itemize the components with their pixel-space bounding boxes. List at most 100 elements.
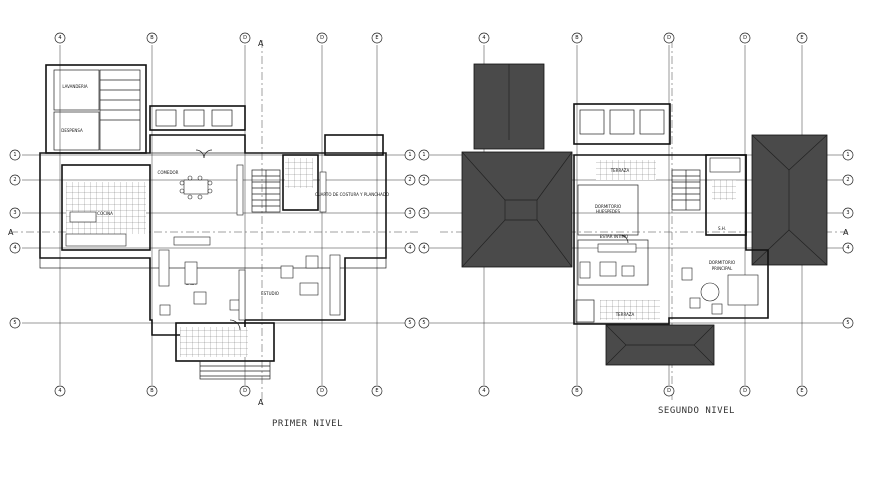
- grid-axis-bottom-0-4-circle: [371, 385, 383, 397]
- room-label-costura: CUARTO DE COSTURA Y PLANCHADO: [315, 192, 389, 197]
- grid-axis-left-1-2-circle: [418, 207, 430, 219]
- grid-axis-left-1-0-circle: [418, 149, 430, 161]
- grid-axis-top-1-1-circle: [571, 32, 583, 44]
- grid-axis-left-0-1-circle: [9, 174, 21, 186]
- grid-axis-top-0-2-circle: [239, 32, 251, 44]
- grid-axis-right-0-4-circle: [404, 317, 416, 329]
- grid-axis-left-0-2-label: 3: [13, 210, 16, 216]
- grid-axis-right-1-3-label: 4: [846, 245, 849, 251]
- grid-axis-left-0-0-circle: [9, 149, 21, 161]
- room-label-dormitorio-huespedes-1: DORMITORIO: [595, 204, 621, 209]
- grid-axis-top-1-4-circle: [796, 32, 808, 44]
- grid-axis-bottom-0-2-circle: [239, 385, 251, 397]
- first-floor-plan: LAVANDERIA DESPENSA COCINA COMEDOR: [39, 64, 389, 429]
- grid-axis-bottom-0-3-label: D: [320, 388, 324, 394]
- grid-axis-top-1-2-circle: [663, 32, 675, 44]
- room-label-lavanderia: LAVANDERIA: [62, 84, 88, 89]
- grid-axis-top-1-4-label: E: [800, 35, 803, 41]
- grid-axis-bottom-0-3-circle: [316, 385, 328, 397]
- grid-axis-bottom-0-1-label: B: [150, 388, 154, 394]
- room-label-terraza-bottom: TERRAZA: [615, 312, 635, 317]
- grid-axis-bottom-1-4-label: E: [800, 388, 803, 394]
- grid-axis-top-0-4-label: E: [375, 35, 378, 41]
- grid-axis-top-1-0-label: 4: [482, 35, 485, 41]
- grid-axis-left-0-1-label: 2: [13, 177, 16, 183]
- grid-axis-left-0-3-circle: [9, 242, 21, 254]
- grid-axis-bottom-1-1-circle: [571, 385, 583, 397]
- grid-axis-top-0-1-circle: [146, 32, 158, 44]
- grid-axis-right-0-2-label: 3: [408, 210, 411, 216]
- grid-axis-right-0-3-circle: [404, 242, 416, 254]
- grid-axis-left-0-2-circle: [9, 207, 21, 219]
- room-label-estar-intimo: ESTAR INTIMO: [600, 234, 628, 239]
- room-label-dormitorio-huespedes-2: HUESPEDES: [596, 209, 621, 214]
- grid-axis-bottom-1-0-label: 4: [482, 388, 485, 394]
- section-marker-left: A: [8, 228, 14, 237]
- grid-axis-bottom-1-2-label: D: [667, 388, 671, 394]
- grid-axis-right-1-3-circle: [842, 242, 854, 254]
- grid-axis-bottom-1-2-circle: [663, 385, 675, 397]
- grid-axis-bottom-1-1-label: B: [575, 388, 579, 394]
- grid-axis-bottom-0-2-label: D: [243, 388, 247, 394]
- grid-axis-top-1-0-circle: [478, 32, 490, 44]
- grid-axis-top-1-3-label: D: [743, 35, 747, 41]
- grid-axis-bottom-1-4-circle: [796, 385, 808, 397]
- section-marker-right: A: [843, 228, 849, 237]
- grid-axis-top-1-2-label: D: [667, 35, 671, 41]
- second-floor-plan: TERRAZA DORMITORIO HUESPEDES S.H. ESTAR …: [461, 63, 828, 416]
- grid-axis-right-0-1-label: 2: [408, 177, 411, 183]
- room-label-estudio: ESTUDIO: [261, 291, 279, 296]
- grid-axis-right-0-2-circle: [404, 207, 416, 219]
- grid-axis-bottom-0-0-circle: [54, 385, 66, 397]
- room-label-dormitorio-principal-1: DORMITORIO: [709, 260, 735, 265]
- grid-axis-left-1-4-label: 5: [422, 320, 425, 326]
- grid-axis-top-0-4-circle: [371, 32, 383, 44]
- room-label-despensa: DESPENSA: [61, 128, 83, 133]
- grid-axis-bottom-0-0-label: 4: [58, 388, 61, 394]
- room-label-sh: S.H.: [718, 226, 726, 231]
- grid-axis-right-0-4-label: 5: [408, 320, 411, 326]
- grid-axis-right-0-3-label: 4: [408, 245, 411, 251]
- grid-axis-right-1-1-label: 2: [846, 177, 849, 183]
- room-label-dormitorio-principal-2: PRINCIPAL: [712, 266, 733, 271]
- grid-axis-left-0-4-label: 5: [13, 320, 16, 326]
- grid-axis-top-0-2-label: D: [243, 35, 247, 41]
- grid-axis-top-1-1-label: B: [575, 35, 579, 41]
- grid-axis-bottom-0-4-label: E: [375, 388, 378, 394]
- grid-axis-bottom-1-3-label: D: [743, 388, 747, 394]
- grid-axis-left-1-3-label: 4: [422, 245, 425, 251]
- grid-axis-left-1-1-circle: [418, 174, 430, 186]
- grid-axis-left-1-0-label: 1: [422, 152, 425, 158]
- second-floor-title: SEGUNDO NIVEL: [658, 406, 735, 416]
- grid-axis-left-1-4-circle: [418, 317, 430, 329]
- section-marker-top: A: [258, 39, 264, 48]
- grid-axis-bottom-0-1-circle: [146, 385, 158, 397]
- room-label-cocina: COCINA: [97, 211, 113, 216]
- grid-axis-top-0-3-label: D: [320, 35, 324, 41]
- grid-axis-top-1-3-circle: [739, 32, 751, 44]
- grid-axis-right-1-4-label: 5: [846, 320, 849, 326]
- grid-axis-left-1-1-label: 2: [422, 177, 425, 183]
- grid-axis-right-0-1-circle: [404, 174, 416, 186]
- grid-axis-bottom-1-0-circle: [478, 385, 490, 397]
- grid-axis-left-1-3-circle: [418, 242, 430, 254]
- grid-axis-top-0-0-label: 4: [58, 35, 61, 41]
- grid-axis-left-0-4-circle: [9, 317, 21, 329]
- room-label-comedor: COMEDOR: [158, 170, 179, 175]
- grid-axis-bottom-1-3-circle: [739, 385, 751, 397]
- grid-axis-top-0-0-circle: [54, 32, 66, 44]
- grid-axis-right-1-0-label: 1: [846, 152, 849, 158]
- room-label-terraza-top: TERRAZA: [610, 168, 630, 173]
- first-floor-title: PRIMER NIVEL: [272, 419, 343, 429]
- grid-axis-left-0-0-label: 1: [13, 152, 16, 158]
- grid-axis-left-0-3-label: 4: [13, 245, 16, 251]
- grid-axis-top-0-1-label: B: [150, 35, 154, 41]
- grid-axis-right-1-2-circle: [842, 207, 854, 219]
- grid-axis-right-0-0-circle: [404, 149, 416, 161]
- grid-axis-top-0-3-circle: [316, 32, 328, 44]
- grid-axis-right-1-1-circle: [842, 174, 854, 186]
- grid-axis-right-0-0-label: 1: [408, 152, 411, 158]
- grid-axis-left-1-2-label: 3: [422, 210, 425, 216]
